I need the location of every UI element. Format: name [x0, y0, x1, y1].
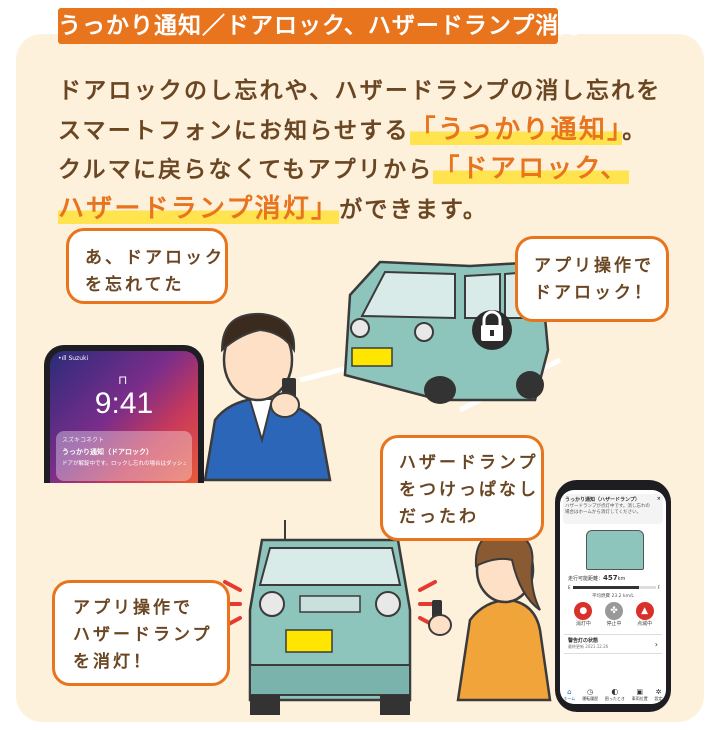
bubble-3-line-2: をつけっぱなし: [399, 480, 539, 500]
lock-screen: •ıll Suzuki ⊓ 9:41 スズキコネクト うっかり通知（ドアロック）…: [50, 351, 198, 483]
speech-bubble-3: ハザードランプ をつけっぱなし だったわ: [380, 435, 544, 541]
app-phone: うっかり通知（ハザードランプ） × ハザードランプが点灯中です。消し忘れの 場合…: [555, 480, 671, 712]
headset-icon: ◐: [611, 687, 619, 696]
bottom-nav: ⌂ホーム ◷運転履歴 ◐困ったとき ▣車両位置 ✲設定: [560, 676, 666, 702]
intro-text: ドアロックのし忘れや、ハザードランプの消し忘れを スマートフォンにお知らせする「…: [58, 72, 662, 229]
intro-highlight-1: 「うっかり通知」: [409, 114, 623, 145]
btn-3-label: 点滅中: [637, 621, 653, 627]
lock-screen-phone: •ıll Suzuki ⊓ 9:41 スズキコネクト うっかり通知（ドアロック）…: [44, 345, 204, 483]
nav-history-label: 運転履歴: [582, 696, 599, 701]
nav-help[interactable]: ◐困ったとき: [605, 687, 625, 702]
warning-lamp-row[interactable]: 警告灯の状態 最終更新 2021.12.26 ›: [564, 634, 662, 654]
range-row: 走行可能距離：457km: [568, 574, 660, 582]
fuel-e-label: E: [568, 584, 571, 590]
car-icon: ▣: [636, 688, 644, 696]
bubble-3-line-1: ハザードランプ: [399, 453, 539, 473]
btn-2-label: 停止中: [606, 621, 622, 627]
speech-bubble-1: あ、ドアロック を忘れてた: [66, 228, 228, 304]
btn-1-label: 消灯中: [575, 621, 591, 627]
app-notification[interactable]: うっかり通知（ハザードランプ） × ハザードランプが点灯中です。消し忘れの 場合…: [563, 494, 663, 524]
range-value: 457: [603, 574, 618, 582]
car-illustration-bottom: [248, 520, 412, 715]
bubble-2-line-1: アプリ操作で: [534, 256, 654, 276]
intro-line-2a: スマートフォンにお知らせする: [58, 117, 410, 144]
car-thumbnail: [586, 530, 644, 570]
app-notif-body-1: ハザードランプが点灯中です。消し忘れの: [565, 504, 650, 509]
section-title: うっかり通知／ドアロック、ハザードランプ消灯: [58, 8, 582, 44]
intro-line-2b: 。: [622, 117, 648, 144]
warning-lamp-updated: 最終更新 2021.12.26: [568, 644, 609, 649]
nav-location-label: 車両位置: [631, 696, 648, 701]
bubble-3-line-3: だったわ: [399, 507, 479, 527]
control-buttons: ●消灯中 ✤停止中 ▲点滅中: [568, 602, 660, 627]
speech-bubble-2: アプリ操作で ドアロック！: [515, 236, 669, 322]
nav-history[interactable]: ◷運転履歴: [582, 688, 598, 702]
fuel-gauge: E F: [568, 584, 660, 590]
app-notif-title: うっかり通知（ハザードランプ）: [565, 497, 640, 503]
chevron-right-icon: ›: [654, 640, 658, 649]
bubble-4-line-3: を消灯！: [73, 652, 153, 672]
nav-location[interactable]: ▣車両位置: [632, 688, 648, 702]
fuel-f-label: F: [657, 584, 660, 590]
bubble-4-line-2: ハザードランプ: [73, 625, 213, 645]
nav-settings-label: 設定: [654, 696, 663, 701]
intro-highlight-2: 「ドアロック、: [433, 154, 629, 184]
warning-lamp-label: 警告灯の状態: [568, 638, 599, 644]
nav-home[interactable]: ⌂ホーム: [563, 688, 575, 702]
gear-icon: ✲: [655, 688, 662, 696]
fuel-average: 平均燃費 23.2 km/L: [592, 594, 634, 599]
hazard-button[interactable]: ▲点滅中: [635, 602, 654, 627]
bubble-1-line-2: を忘れてた: [85, 275, 185, 295]
bubble-2-line-2: ドアロック！: [534, 283, 654, 303]
intro-line-3a: クルマに戻らなくてもアプリから: [58, 157, 434, 183]
woman-illustration: [428, 530, 552, 702]
notification-card[interactable]: スズキコネクト うっかり通知（ドアロック） ドアが解錠中です。ロックし忘れの場合…: [56, 431, 192, 481]
intro-highlight-3: ハザードランプ消灯」: [58, 193, 340, 224]
nav-help-label: 困ったとき: [604, 696, 625, 701]
home-icon: ⌂: [567, 688, 572, 696]
intro-line-4b: ができます。: [339, 196, 489, 223]
notif-title: うっかり通知（ドアロック）: [62, 448, 153, 456]
nav-home-label: ホーム: [563, 696, 576, 701]
range-unit: km: [617, 576, 626, 582]
fuel-bar: [572, 585, 656, 589]
car-illustration-top: [343, 260, 550, 404]
carrier-label: •ıll Suzuki: [58, 355, 89, 362]
intro-line-1: ドアロックのし忘れや、ハザードランプの消し忘れを: [58, 78, 662, 104]
notif-app-name: スズキコネクト: [62, 437, 105, 444]
range-label: 走行可能距離：: [568, 576, 604, 582]
man-illustration: [203, 312, 332, 482]
lock-icon: [472, 310, 512, 350]
unlock-icon: ⊓: [118, 373, 128, 387]
history-icon: ◷: [587, 688, 594, 696]
clock-time: 9:41: [94, 387, 154, 420]
bubble-1-line-1: あ、ドアロック: [85, 248, 225, 268]
hazard-off-button[interactable]: ●消灯中: [574, 602, 593, 627]
app-notif-body-2: 場合はホームから消灯してください。: [565, 510, 642, 515]
app-screen: うっかり通知（ハザードランプ） × ハザードランプが点灯中です。消し忘れの 場合…: [560, 490, 666, 704]
bubble-4-line-1: アプリ操作で: [73, 598, 193, 618]
speech-bubble-4: アプリ操作で ハザードランプ を消灯！: [52, 580, 230, 686]
notif-body: ドアが解錠中です。ロックし忘れの場合はダッシュボードか: [62, 461, 186, 467]
close-icon[interactable]: ×: [656, 496, 661, 502]
fan-button[interactable]: ✤停止中: [604, 602, 623, 627]
nav-settings[interactable]: ✲設定: [655, 688, 663, 702]
